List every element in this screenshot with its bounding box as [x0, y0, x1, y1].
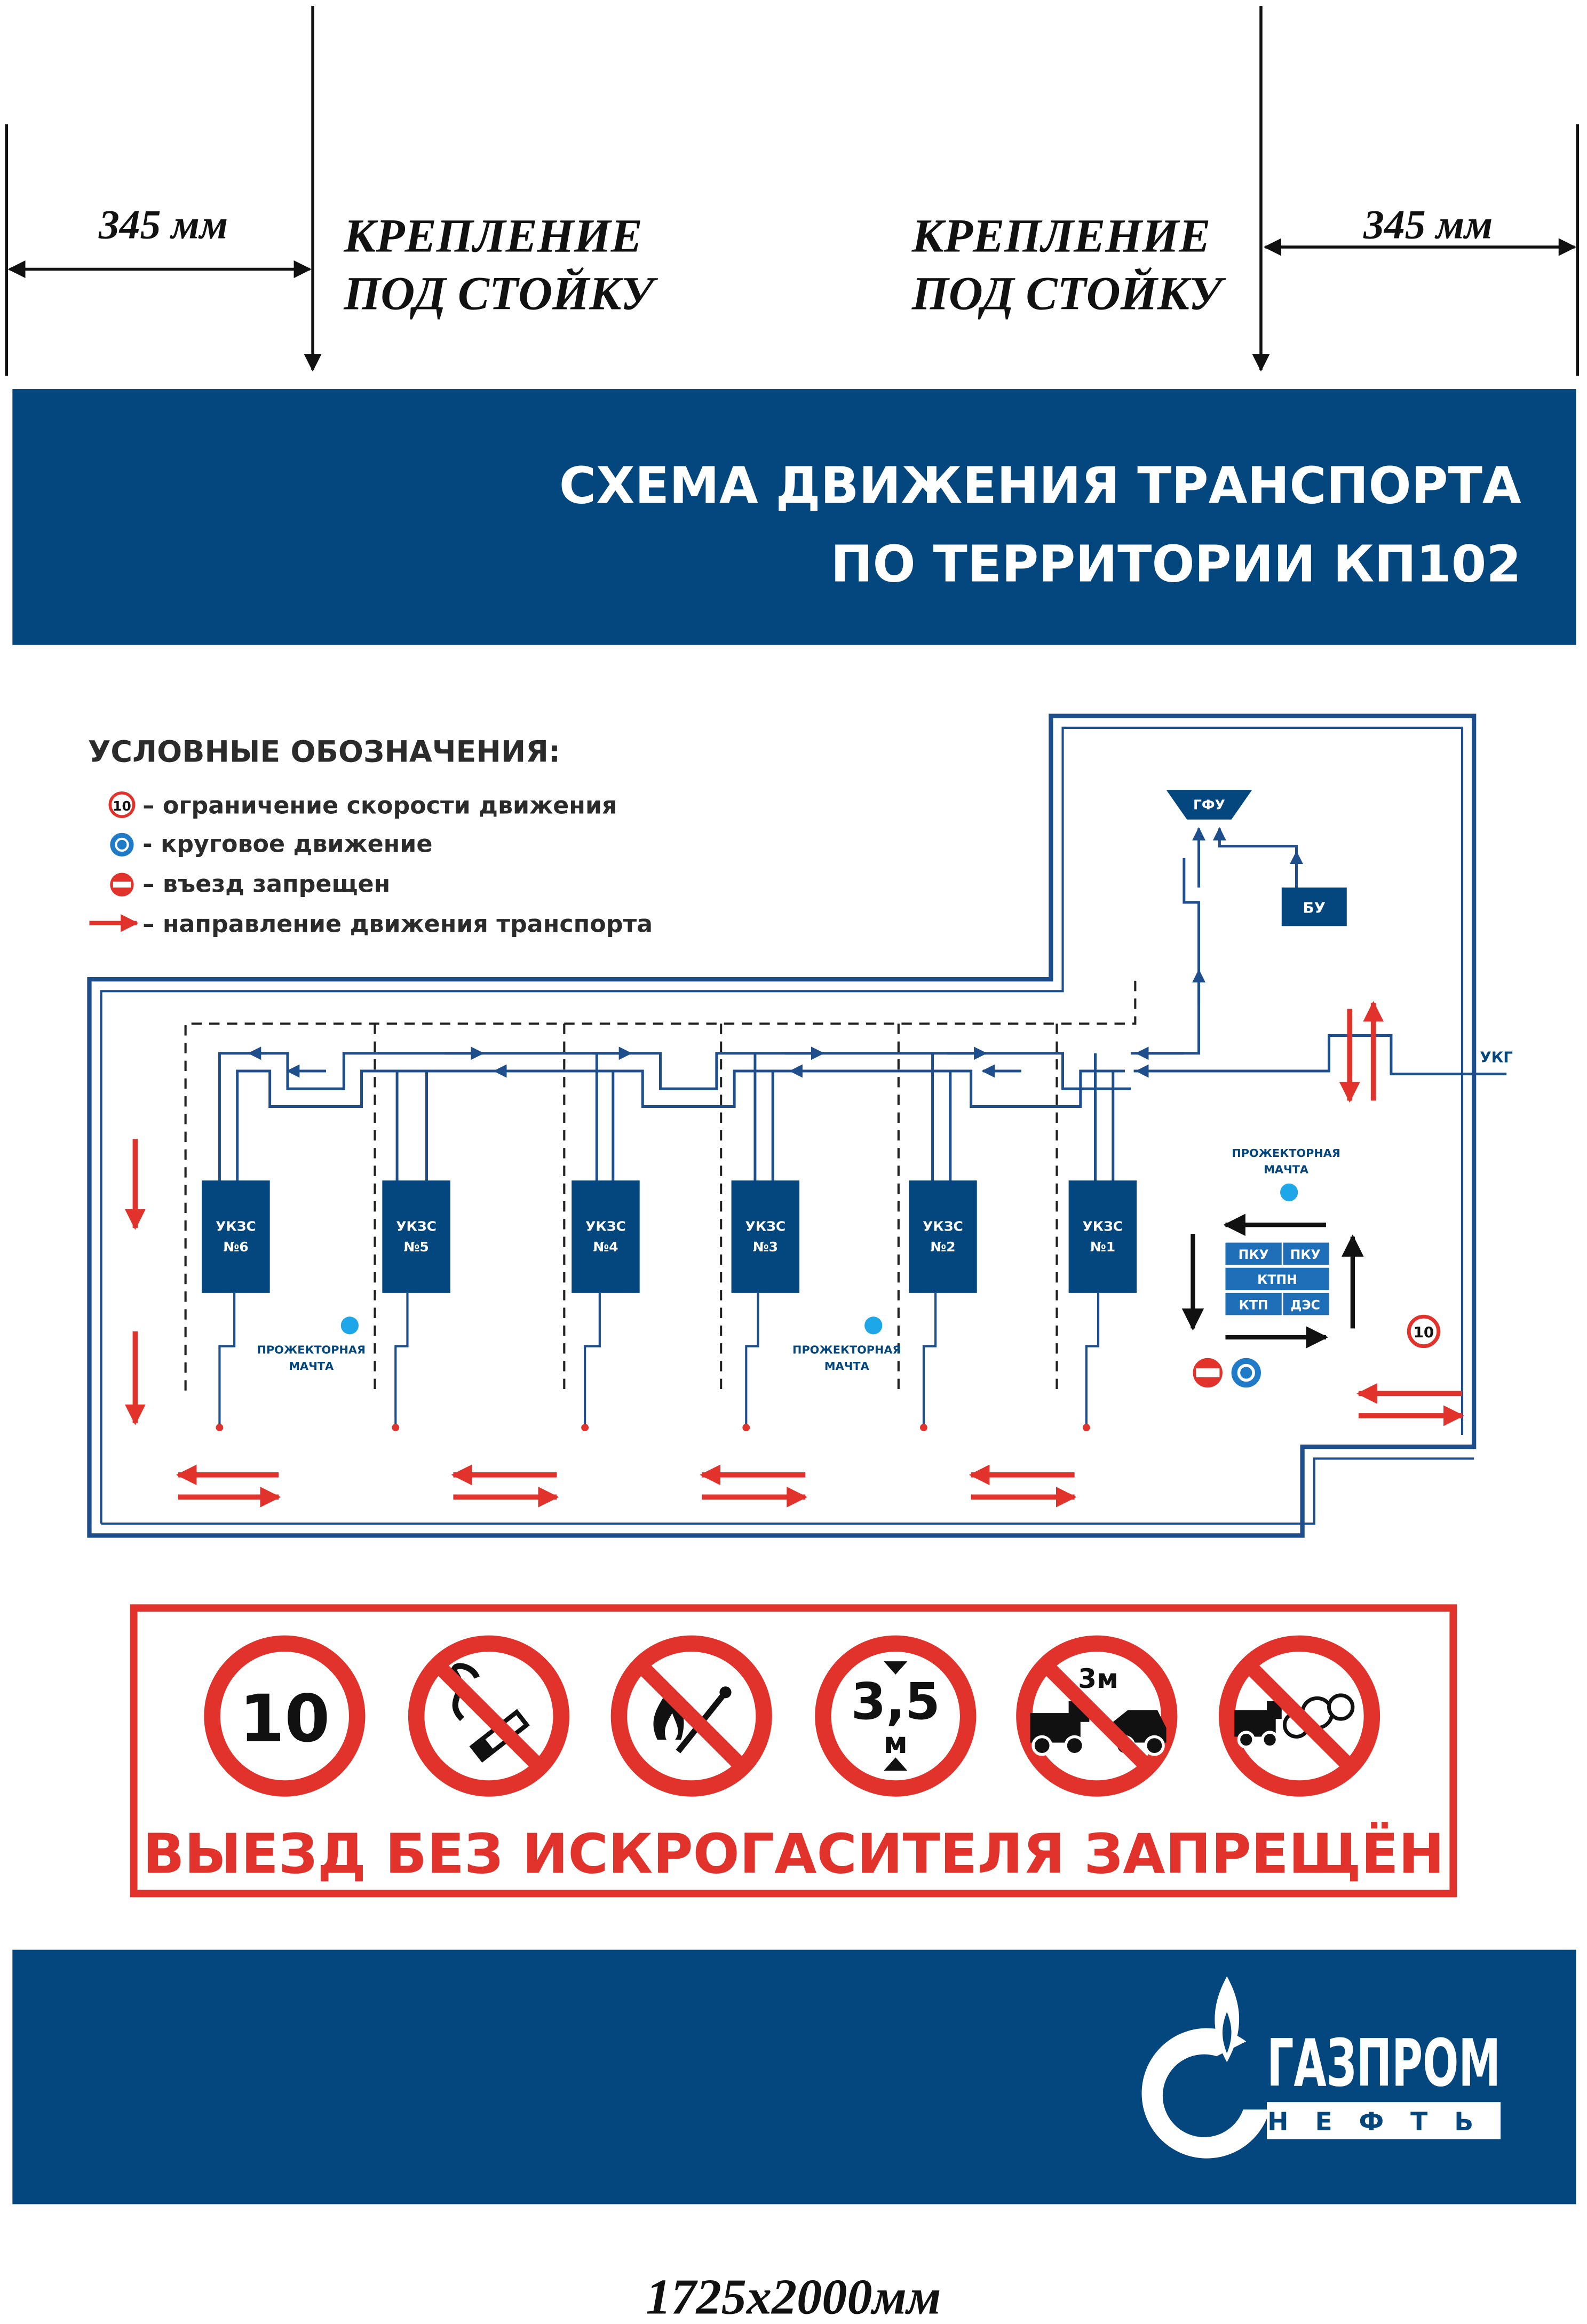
- svg-text:№5: №5: [403, 1239, 429, 1255]
- ukzs-unit-1: УКЗС №1: [1068, 1180, 1137, 1293]
- speed-limit-sign-small: 10: [1407, 1314, 1441, 1349]
- brand-name: ГАЗПРОМ: [1267, 2026, 1501, 2101]
- legend: УСЛОВНЫЕ ОБОЗНАЧЕНИЯ: 10 – ограничение с…: [88, 735, 653, 938]
- svg-text:ПРОЖЕКТОРНАЯ: ПРОЖЕКТОРНАЯ: [792, 1343, 901, 1356]
- svg-text:МАЧТА: МАЧТА: [824, 1360, 869, 1373]
- no-entry-legend-icon: [110, 873, 134, 897]
- left-bracket-label-line2: ПОД СТОЙКУ: [343, 267, 658, 320]
- mounting-dimensions: 345 мм 345 мм КРЕПЛЕНИЕ ПОД СТОЙКУ КРЕПЛ…: [5, 6, 1579, 376]
- svg-text:УКЗС: УКЗС: [1083, 1218, 1123, 1234]
- ukzs-unit-5: УКЗС №5: [382, 1180, 450, 1293]
- svg-text:УКЗС: УКЗС: [216, 1218, 256, 1234]
- svg-text:№1: №1: [1090, 1239, 1115, 1255]
- header-band: СХЕМА ДВИЖЕНИЯ ТРАНСПОРТА ПО ТЕРРИТОРИИ …: [12, 389, 1576, 645]
- ukzs-unit-2: УКЗС №2: [909, 1180, 977, 1293]
- svg-text:м: м: [884, 1726, 908, 1760]
- ukzs-unit-6: УКЗС №6: [202, 1180, 270, 1293]
- svg-text:3м: 3м: [1078, 1663, 1118, 1694]
- svg-text:10: 10: [113, 798, 131, 814]
- floodlight-mast-middle: ПРОЖЕКТОРНАЯ МАЧТА: [792, 1316, 901, 1373]
- floodlight-mast-left: ПРОЖЕКТОРНАЯ МАЧТА: [257, 1316, 366, 1373]
- svg-text:10: 10: [240, 1681, 330, 1757]
- svg-text:МАЧТА: МАЧТА: [1264, 1163, 1308, 1176]
- ukg-label: УКГ: [1480, 1048, 1513, 1066]
- footer-band: ГАЗПРОМ НЕФТЬ: [12, 1949, 1576, 2204]
- svg-text:№4: №4: [593, 1239, 618, 1255]
- no-entry-sign-small: [1193, 1358, 1223, 1388]
- svg-text:УКЗС: УКЗС: [923, 1218, 963, 1234]
- svg-text:ПКУ: ПКУ: [1239, 1247, 1269, 1262]
- brand-subname: НЕФТЬ: [1267, 2107, 1500, 2137]
- svg-text:№6: №6: [223, 1239, 248, 1255]
- svg-text:БУ: БУ: [1303, 899, 1326, 916]
- right-bracket-label-line1: КРЕПЛЕНИЕ: [911, 210, 1211, 262]
- height-limit-sign: 3,5 м: [815, 1635, 977, 1797]
- no-exhaust-sign: [1218, 1635, 1380, 1797]
- right-offset-label: 345 мм: [1363, 201, 1493, 247]
- electrical-block: ПКУ ПКУ КТПН КТП ДЭС: [1181, 1213, 1364, 1349]
- speed-limit-legend-icon: 10: [108, 791, 136, 818]
- svg-text:ГФУ: ГФУ: [1193, 797, 1225, 812]
- right-bracket-label-line2: ПОД СТОЙКУ: [911, 267, 1226, 320]
- legend-no-entry-text: – въезд запрещен: [142, 871, 390, 898]
- svg-text:№3: №3: [753, 1239, 778, 1255]
- ukzs-unit-4: УКЗС №4: [572, 1180, 640, 1293]
- legend-direction-text: – направление движения транспорта: [142, 910, 653, 938]
- left-bracket-label-line1: КРЕПЛЕНИЕ: [343, 210, 642, 262]
- speed-limit-sign: 10: [204, 1635, 366, 1797]
- svg-text:№2: №2: [930, 1239, 955, 1255]
- page-title-line1: СХЕМА ДВИЖЕНИЯ ТРАНСПОРТА: [559, 457, 1521, 515]
- svg-text:МАЧТА: МАЧТА: [289, 1360, 334, 1373]
- svg-text:ПРОЖЕКТОРНАЯ: ПРОЖЕКТОРНАЯ: [1232, 1147, 1340, 1160]
- svg-text:УКЗС: УКЗС: [585, 1218, 626, 1234]
- svg-text:КТП: КТП: [1239, 1297, 1268, 1312]
- no-open-flame-sign: [610, 1635, 772, 1797]
- svg-text:ПРОЖЕКТОРНАЯ: ПРОЖЕКТОРНАЯ: [257, 1343, 366, 1356]
- no-smoking-sign: [408, 1635, 570, 1797]
- legend-speed-text: – ограничение скорости движения: [142, 792, 617, 820]
- gfu-block: ГФУ: [1166, 790, 1252, 820]
- svg-text:ДЭС: ДЭС: [1290, 1297, 1320, 1312]
- safety-signs-panel: 10 3,5 м 3м: [130, 1604, 1457, 1898]
- legend-title: УСЛОВНЫЕ ОБОЗНАЧЕНИЯ:: [88, 735, 560, 770]
- size-caption: 1725x2000мм: [646, 2270, 941, 2324]
- svg-text:УКЗС: УКЗС: [745, 1218, 786, 1234]
- roundabout-legend-icon: [110, 832, 134, 857]
- bu-block: БУ: [1281, 887, 1347, 926]
- svg-text:УКЗС: УКЗС: [396, 1218, 437, 1234]
- min-distance-sign: 3м: [1016, 1635, 1178, 1797]
- warning-text: ВЫЕЗД БЕЗ ИСКРОГАСИТЕЛЯ ЗАПРЕЩЁН: [142, 1822, 1444, 1886]
- floodlight-mast-right: ПРОЖЕКТОРНАЯ МАЧТА: [1232, 1147, 1340, 1201]
- svg-text:10: 10: [1414, 1323, 1434, 1341]
- left-offset-label: 345 мм: [98, 201, 228, 247]
- ukzs-unit-3: УКЗС №3: [731, 1180, 800, 1293]
- svg-text:КТПН: КТПН: [1257, 1272, 1297, 1287]
- transport-scheme: ГФУ БУ УКГ УКЗС №6 УКЗС №5 УКЗС №4 УКЗС …: [87, 713, 1513, 1538]
- roundabout-sign-small: [1231, 1358, 1261, 1388]
- territory-boundary: [87, 713, 1477, 1538]
- gazprom-logo: ГАЗПРОМ НЕФТЬ: [1141, 1976, 1501, 2159]
- svg-text:ПКУ: ПКУ: [1290, 1247, 1321, 1262]
- legend-roundabout-text: - круговое движение: [142, 831, 432, 858]
- svg-text:3,5: 3,5: [851, 1673, 940, 1731]
- page-title-line2: ПО ТЕРРИТОРИИ КП102: [831, 535, 1521, 593]
